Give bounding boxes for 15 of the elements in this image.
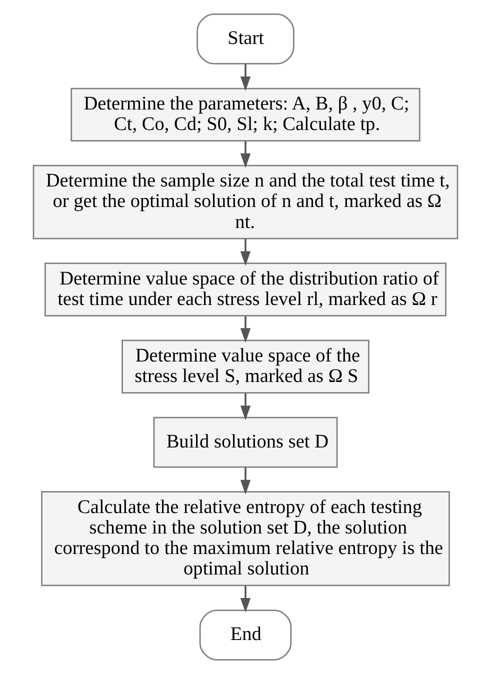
arrow: [240, 393, 251, 420]
node-box: Determine value space of the distribution ratio of test time under each stress level rl, marked as Ω r: [44, 262, 446, 316]
arrow: [240, 141, 251, 168]
node-box: Build solutions set D: [153, 416, 338, 468]
arrow: [240, 586, 251, 613]
arrow: [240, 316, 251, 343]
arrow: [240, 467, 251, 494]
node-box: End: [199, 610, 292, 660]
arrow: [240, 64, 251, 92]
node-box: Start: [196, 14, 294, 64]
node-box: Determine value space of the stress level S, marked as Ω S: [122, 340, 370, 394]
arrow: [240, 238, 251, 266]
node-box: Calculate the relative entropy of each testing scheme in the solution set D, the solution correspond to the maximum relative entropy is the optimal solution: [41, 491, 450, 586]
node-box: Determine the sample size n and the total test time t, or get the optimal solution of n and t, marked as Ω nt.: [32, 164, 458, 240]
node-box: Determine the parameters: A, B, β , y0, C; Ct, Co, Cd; S0, Sl; k; Calculate tp.: [70, 88, 420, 142]
